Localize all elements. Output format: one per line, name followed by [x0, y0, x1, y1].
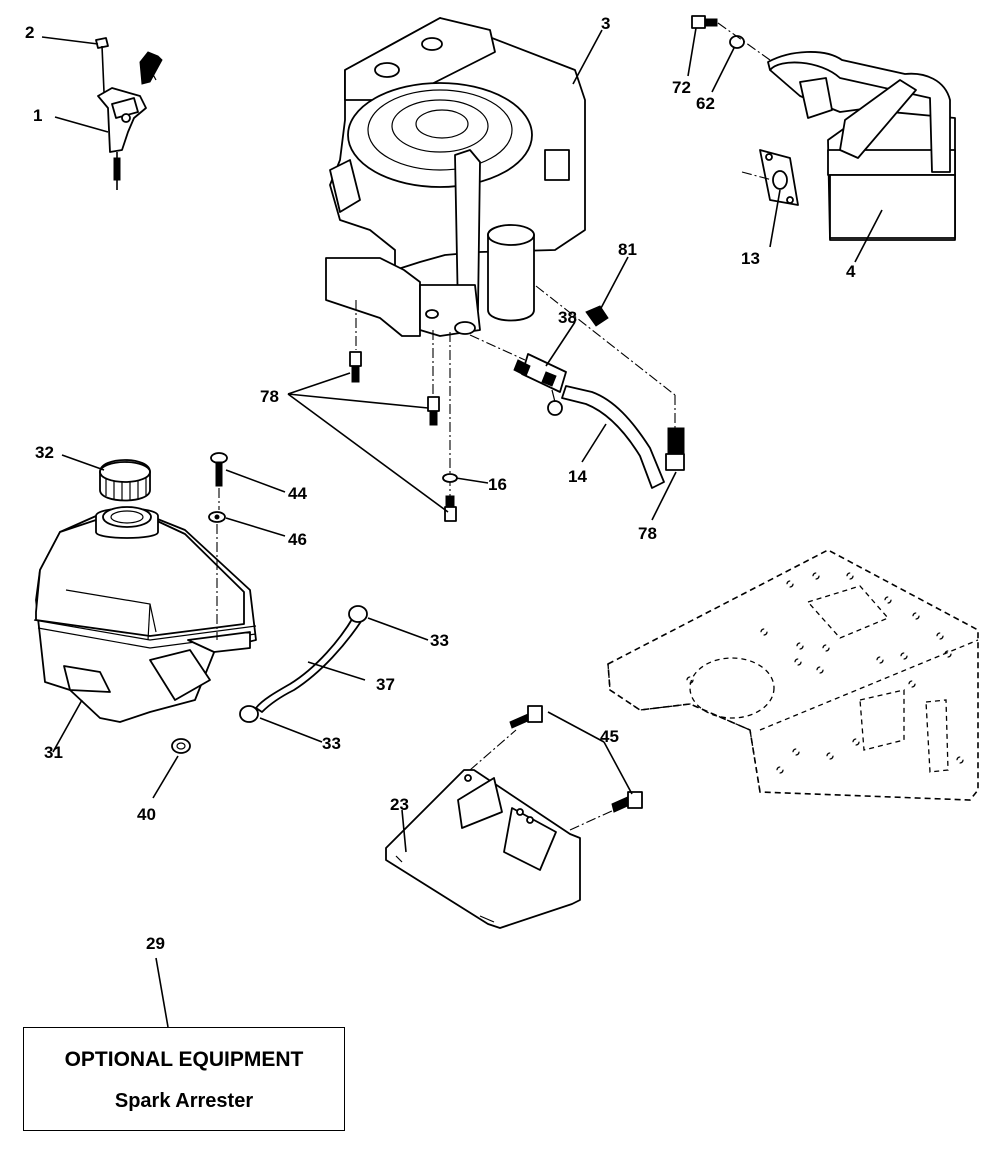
- callout-33-top: 33: [430, 631, 449, 650]
- fuel-cap-part: [99, 459, 151, 502]
- optional-equipment-item: Spark Arrester: [114, 1090, 254, 1112]
- callout-4: 4: [846, 262, 856, 281]
- nut-part: [171, 738, 191, 754]
- callout-1: 1: [33, 106, 42, 125]
- screw-part: [509, 705, 643, 813]
- callout-2: 2: [25, 23, 34, 42]
- heat-shield-part: [385, 769, 581, 929]
- callout-29: 29: [146, 934, 165, 953]
- fuel-line-part: [255, 615, 363, 713]
- callout-81: 81: [618, 240, 637, 259]
- callout-78-single: 78: [638, 524, 657, 543]
- washer-part: [208, 511, 226, 523]
- optional-equipment-box: OPTIONAL EQUIPMENT Spark Arrester: [23, 1027, 345, 1131]
- clamp-part: [239, 605, 368, 723]
- callout-46: 46: [288, 530, 307, 549]
- callout-23: 23: [390, 795, 409, 814]
- callout-44: 44: [288, 484, 307, 503]
- screw-part: [691, 15, 718, 29]
- throttle-control-part: [95, 37, 163, 190]
- callout-14: 14: [568, 467, 587, 486]
- gasket-part: [759, 149, 799, 206]
- callout-13: 13: [741, 249, 760, 268]
- callout-33-bottom: 33: [322, 734, 341, 753]
- fuel-hose-part: [561, 385, 665, 489]
- engine-part: [325, 17, 586, 337]
- callout-16: 16: [488, 475, 507, 494]
- nut-part: [585, 305, 609, 327]
- washer-part: [729, 35, 745, 49]
- callout-38: 38: [558, 308, 577, 327]
- callout-78-group: 78: [260, 387, 279, 406]
- callout-37: 37: [376, 675, 395, 694]
- callout-62: 62: [696, 94, 715, 113]
- callout-3: 3: [601, 14, 610, 33]
- callout-45: 45: [600, 727, 619, 746]
- tractor-frame-part: [607, 549, 979, 801]
- callout-40: 40: [137, 805, 156, 824]
- fuel-tank-part: [33, 506, 257, 723]
- screw-part: [210, 452, 228, 487]
- callout-72: 72: [672, 78, 691, 97]
- muffler-part: [767, 51, 956, 241]
- fuel-filter-part: [513, 353, 567, 416]
- callout-32: 32: [35, 443, 54, 462]
- optional-equipment-title: OPTIONAL EQUIPMENT: [64, 1048, 304, 1071]
- callout-31: 31: [44, 743, 63, 762]
- bolt-part: [349, 351, 685, 522]
